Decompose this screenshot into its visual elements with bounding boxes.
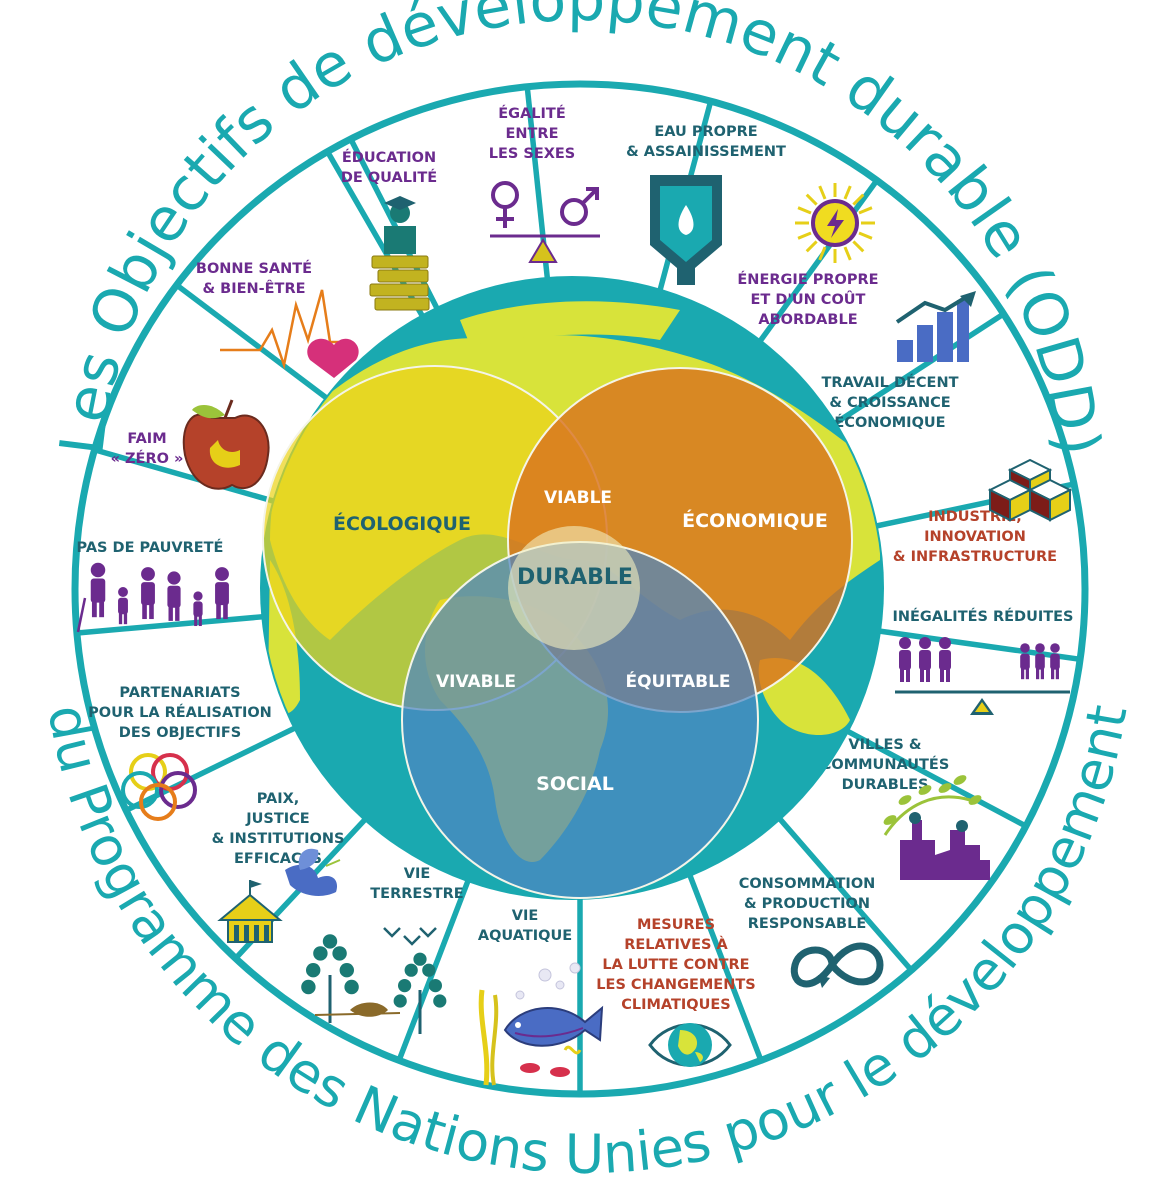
goal-label-line: FAIM <box>127 431 166 447</box>
goal-label-4: TRAVAIL DÉCENT & CROISSANCE ÉCONOMIQUE <box>822 374 959 431</box>
ring-divider <box>75 612 282 636</box>
goal-label-line: BONNE SANTÉ <box>196 260 312 277</box>
goal-label-line: ABORDABLE <box>758 312 857 328</box>
label-vivable: VIVABLE <box>436 672 516 692</box>
venn-diagram: ÉCOLOGIQUE ÉCONOMIQUE SOCIAL VIABLE VIVA… <box>262 365 853 899</box>
apple-icon <box>182 399 270 490</box>
goal-label-line: & ASSAINISSEMENT <box>626 144 786 160</box>
goal-label-13: PARTENARIATS POUR LA RÉALISATION DES OBJEC… <box>88 685 272 741</box>
goal-label-line: ÉCONOMIQUE <box>834 414 945 431</box>
ring-divider <box>774 813 915 973</box>
venn-center-highlight <box>508 526 640 650</box>
goal-label-line: TERRESTRE <box>370 886 463 902</box>
eye-globe-icon <box>648 1023 732 1067</box>
cubes-icon <box>987 458 1073 522</box>
goal-label-17: ÉDUCATION DE QUALITÉ <box>341 149 437 186</box>
ring-divider <box>684 868 764 1063</box>
ring-divider <box>830 311 1006 428</box>
label-viable: VIABLE <box>544 488 612 508</box>
goal-label-line: JUSTICE <box>245 811 309 827</box>
goal-icons <box>76 175 1073 1086</box>
ring-divider <box>843 727 1029 829</box>
goal-label-line: LES CHANGEMENTS <box>596 977 755 993</box>
goal-label-line: ÉNERGIE PROPRE <box>737 271 878 288</box>
goal-label-line: POUR LA RÉALISATION <box>88 704 272 721</box>
goal-label-16: BONNE SANTÉ & BIEN-ÊTRE <box>196 260 312 297</box>
ring-divider <box>92 446 293 509</box>
goal-label-line: ÉGALITÉ <box>498 105 565 122</box>
goal-label-line: CONSOMMATION <box>739 876 876 892</box>
goal-label-line: INNOVATION <box>924 529 1026 545</box>
fish-icon <box>478 962 604 1086</box>
label-ecologique: ÉCOLOGIQUE <box>333 512 471 535</box>
goal-label-line: TRAVAIL DÉCENT <box>822 374 959 391</box>
dove-icon <box>217 848 341 943</box>
goal-label-3: ÉNERGIE PROPRE ET D'UN COÛT ABORDABLE <box>737 271 878 328</box>
goal-label-line: DES OBJECTIFS <box>119 725 241 741</box>
goal-label-line: CLIMATIQUES <box>621 997 731 1013</box>
goal-label-line: LES SEXES <box>489 146 576 162</box>
goal-label-line: ENTRE <box>505 126 558 142</box>
family-icon <box>76 562 229 633</box>
ring-divider <box>876 628 1082 663</box>
goal-label-line: EAU PROPRE <box>654 124 757 140</box>
goal-label-line: & BIEN-ÊTRE <box>202 280 305 297</box>
trees-icon <box>301 927 447 1034</box>
heart-pulse-icon <box>220 289 359 378</box>
goal-label-line: « ZÉRO » <box>111 450 184 467</box>
goal-label-line: ÉDUCATION <box>342 149 436 166</box>
rings-icon <box>121 753 197 821</box>
balance-people-icon <box>895 637 1070 715</box>
label-equitable: ÉQUITABLE <box>625 670 730 692</box>
goal-label-14: PAS DE PAUVRETÉ <box>77 539 224 556</box>
goal-label-line: ET D'UN COÛT <box>751 290 866 308</box>
goal-label-6: INÉGALITÉS RÉDUITES <box>893 608 1074 625</box>
goal-label-line: VILLES & <box>848 737 921 753</box>
goal-label-15: FAIM « ZÉRO » <box>111 431 184 467</box>
goal-label-line: PARTENARIATS <box>119 685 240 701</box>
sun-energy-icon <box>795 183 875 263</box>
label-economique: ÉCONOMIQUE <box>682 509 828 532</box>
continent-arctic <box>460 301 680 345</box>
growth-chart-icon <box>895 291 976 362</box>
label-durable: DURABLE <box>517 565 633 590</box>
label-social: SOCIAL <box>536 773 614 795</box>
water-drop-icon <box>650 175 722 285</box>
goal-label-line: DURABLES <box>842 777 929 793</box>
gender-equality-icon <box>490 181 600 263</box>
goal-label-11: VIE TERRESTRE <box>370 866 463 902</box>
goal-label-line: DE QUALITÉ <box>341 169 437 186</box>
goal-label-line: MESURES <box>637 917 715 933</box>
goal-label-line: & INFRASTRUCTURE <box>893 549 1057 565</box>
goal-label-1: ÉGALITÉ ENTRE LES SEXES <box>489 105 576 162</box>
goal-label-9: MESURES RELATIVES À LA LUTTE CONTRE LES CHA… <box>596 917 755 1013</box>
ring-divider <box>754 178 880 348</box>
goal-label-line: VIE <box>512 908 539 924</box>
goal-label-line: AQUATIQUE <box>478 928 572 944</box>
ring-divider <box>396 868 476 1063</box>
goal-label-line: PAS DE PAUVRETÉ <box>77 539 224 556</box>
goal-label-line: LA LUTTE CONTRE <box>602 957 749 973</box>
goal-label-line: VIE <box>404 866 431 882</box>
goal-labels: ÉGALITÉ ENTRE LES SEXES EAU PROPRE & ASSAINI… <box>77 105 1074 1013</box>
goal-label-7: VILLES & COMMUNAUTÉS DURABLES <box>821 737 950 793</box>
goal-label-line: INÉGALITÉS RÉDUITES <box>893 608 1074 625</box>
goal-label-line: RELATIVES À <box>624 936 728 953</box>
goal-label-8: CONSOMMATION & PRODUCTION RESPONSABLE <box>739 876 876 932</box>
goal-label-line: & PRODUCTION <box>744 896 870 912</box>
goal-label-line: & INSTITUTIONS <box>212 831 345 847</box>
goal-label-line: COMMUNAUTÉS <box>821 756 950 773</box>
ring-divider <box>174 282 343 411</box>
infinity-icon <box>790 942 884 988</box>
goal-label-2: EAU PROPRE & ASSAINISSEMENT <box>626 124 786 160</box>
goal-label-10: VIE AQUATIQUE <box>478 908 572 944</box>
graduate-books-icon <box>369 196 430 311</box>
city-icon <box>883 775 990 880</box>
goal-label-line: & CROISSANCE <box>829 395 950 411</box>
goal-label-line: PAIX, <box>257 791 300 807</box>
goal-label-line: RESPONSABLE <box>748 916 866 932</box>
